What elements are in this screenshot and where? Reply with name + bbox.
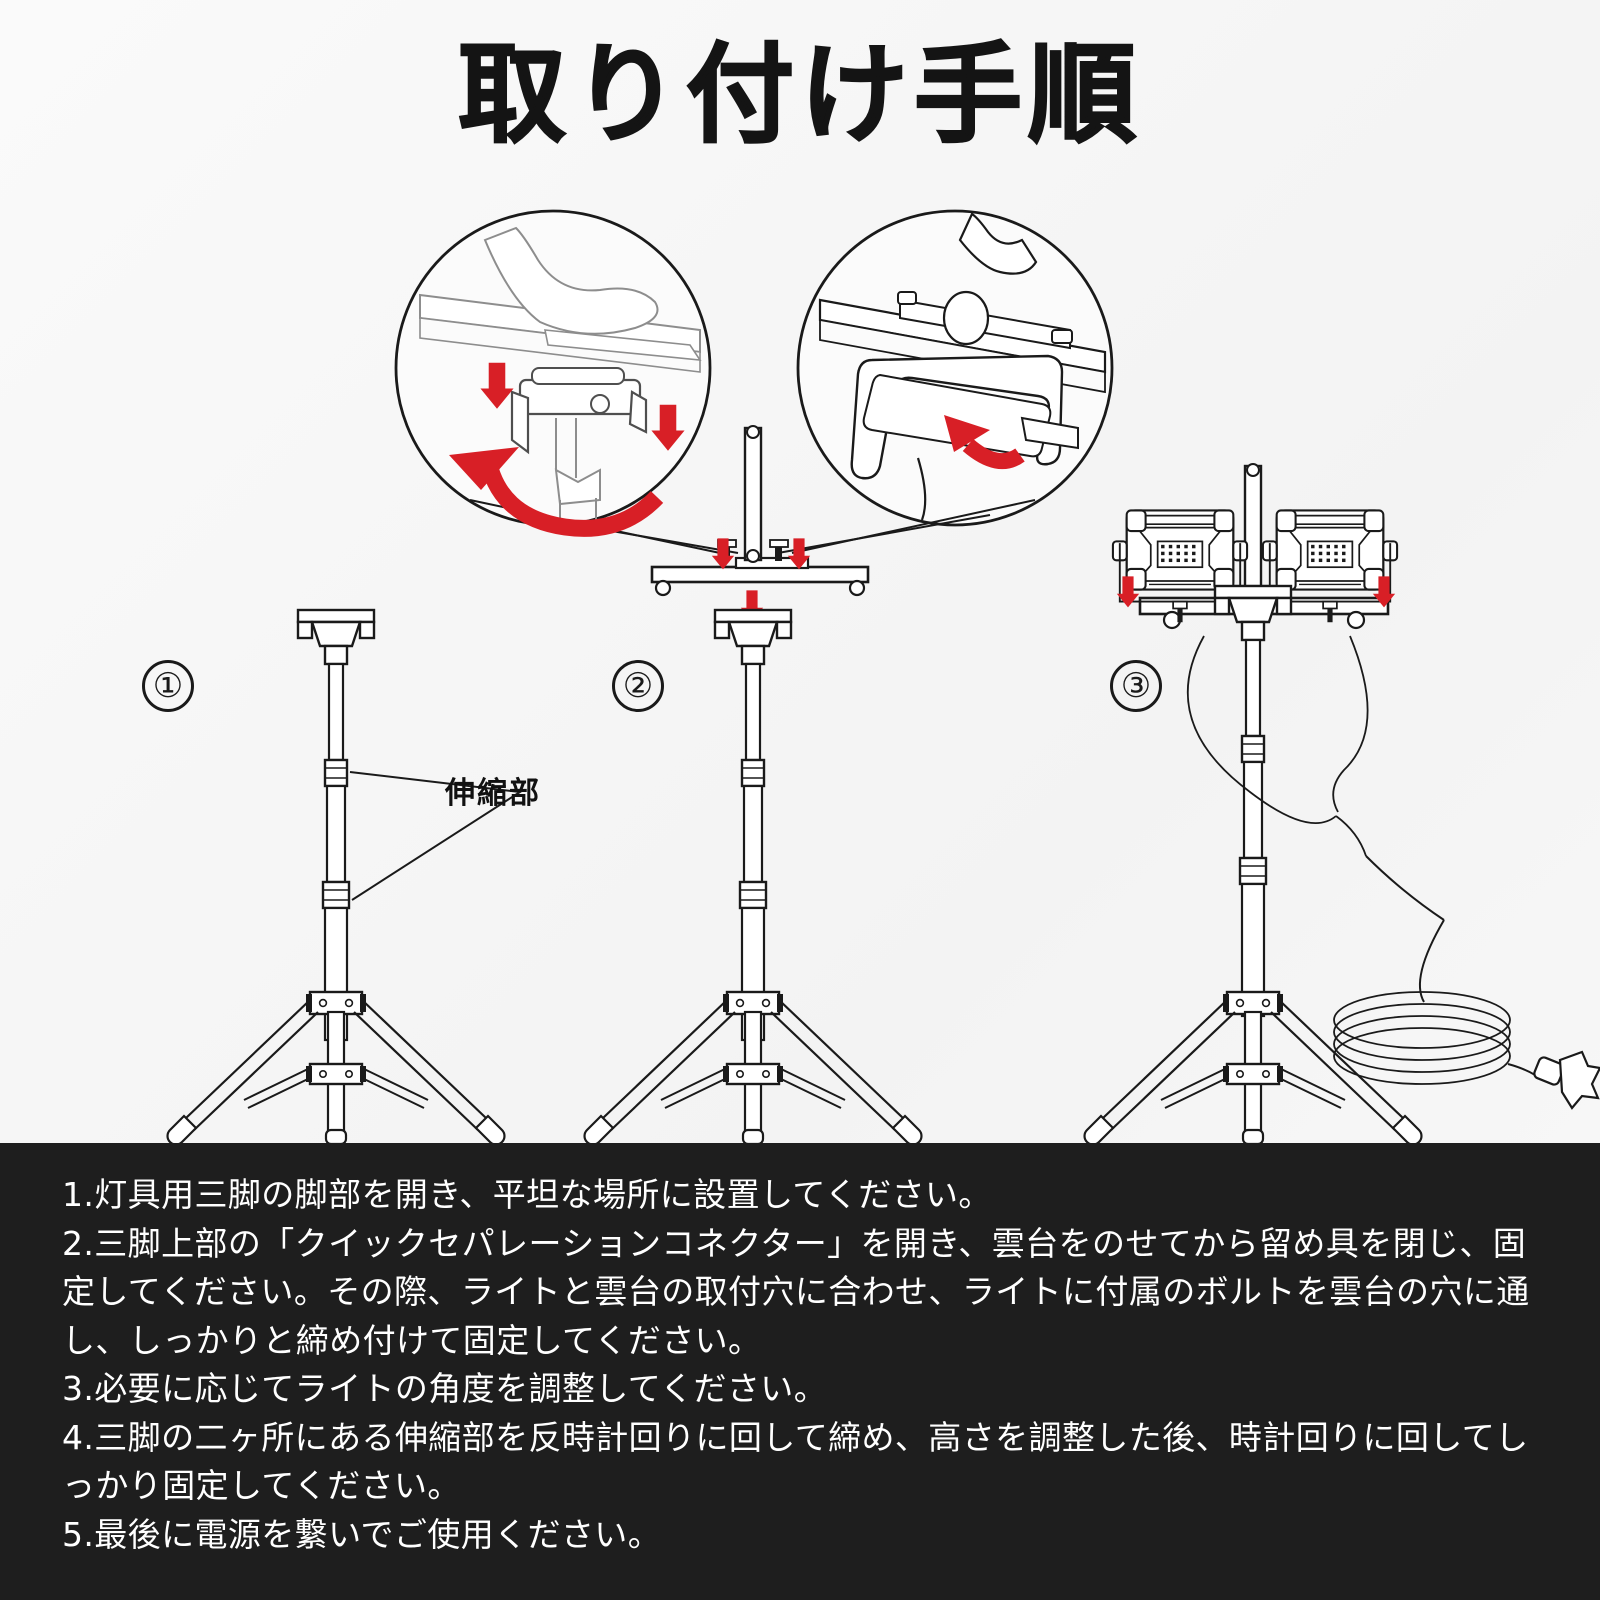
page-title: 取り付け手順: [457, 33, 1142, 158]
instructions-panel: 1.灯具用三脚の脚部を開き、平坦な場所に設置してください。 2.三脚上部の「クイ…: [0, 1143, 1600, 1600]
instruction-item: 5.最後に電源を繋いでご使用ください。: [62, 1514, 662, 1554]
diagram-panel: 取り付け手順: [0, 0, 1600, 1143]
step-number-3: ③: [1110, 660, 1162, 712]
telescoping-section-label: 伸縮部: [445, 776, 541, 811]
detail-circle-connector-open: [394, 209, 739, 554]
step-number-2: ②: [612, 660, 664, 712]
power-cord: [1186, 635, 1543, 1085]
installation-diagram-art: [166, 209, 1600, 1143]
instruction-item: 3.必要に応じてライトの角度を調整してください。: [62, 1369, 828, 1408]
instruction-item: 1.灯具用三脚の脚部を開き、平坦な場所に設置してください。: [62, 1175, 992, 1214]
step-number-1: ①: [142, 660, 194, 712]
power-plug: [1533, 1050, 1600, 1110]
step-2-illustration: [583, 425, 923, 1143]
mounting-bar: [650, 425, 870, 597]
red-rotate-ccw-arrow-icon: [449, 447, 664, 537]
instructions-list: 1.灯具用三脚の脚部を開き、平坦な場所に設置してください。 2.三脚上部の「クイ…: [62, 1171, 1542, 1559]
instruction-item: 4.三脚の二ヶ所にある伸縮部を反時計回りに回して締め、高さを調整した後、時計回り…: [62, 1417, 1529, 1506]
step-3-illustration: [1083, 463, 1600, 1143]
step-1-illustration: [166, 608, 523, 1143]
detail-circle-latch-close: [777, 209, 1114, 554]
instruction-item: 2.三脚上部の「クイックセパレーションコネクター」を開き、雲台をのせてから留め具…: [62, 1223, 1530, 1360]
red-rotate-cw-arrow-icon: [944, 415, 1025, 470]
